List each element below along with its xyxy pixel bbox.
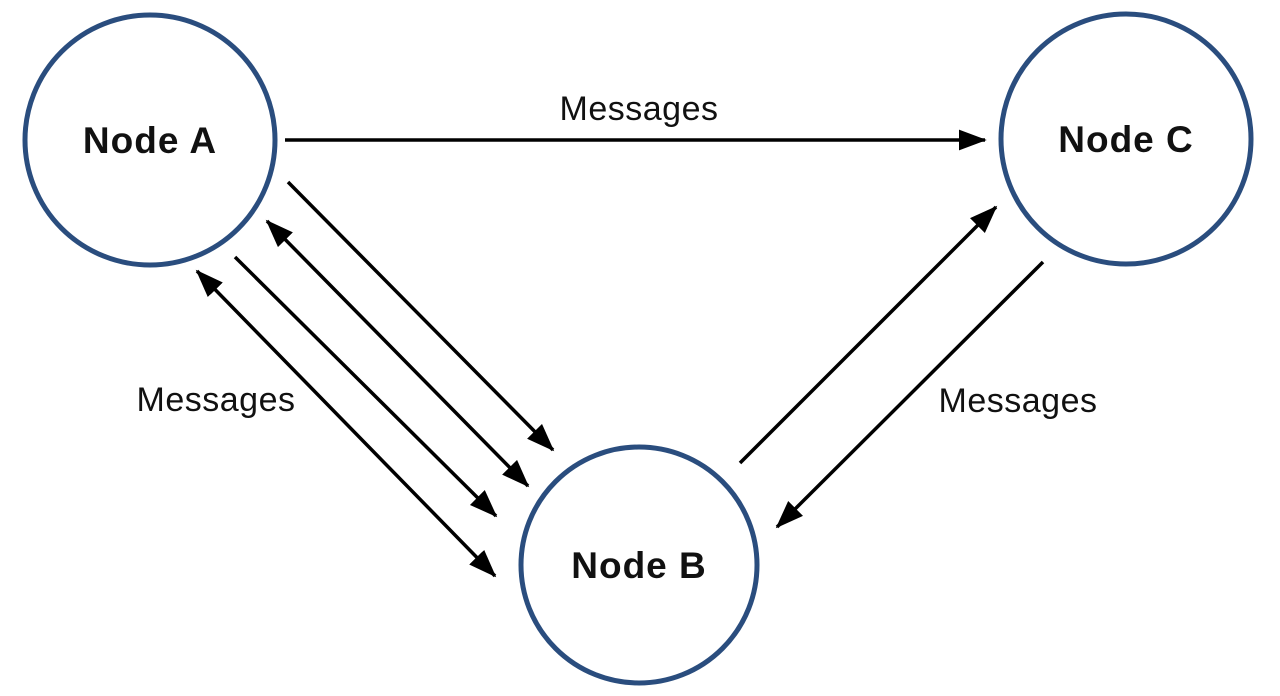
node-c-circle: [998, 11, 1254, 267]
edge-a-b-4: [195, 269, 497, 578]
node-b-label: Node B: [571, 545, 707, 586]
node-c: Node C: [998, 11, 1254, 267]
edge-label-a-b: Messages: [137, 381, 296, 419]
edge-label-a-c: Messages: [560, 90, 719, 128]
node-b-circle: [518, 444, 760, 686]
node-b: Node B: [518, 444, 760, 686]
node-a-label: Node A: [83, 120, 217, 161]
node-group: Node A Node C Node B: [22, 11, 1254, 686]
edge-label-group: Messages Messages Messages: [137, 90, 1098, 420]
edge-label-b-c: Messages: [939, 382, 1098, 420]
node-c-label: Node C: [1058, 119, 1194, 160]
edge-b-to-c: [738, 205, 998, 465]
node-a: Node A: [22, 12, 278, 268]
edge-c-to-b: [775, 260, 1045, 529]
edge-group: [195, 129, 1045, 578]
node-a-circle: [22, 12, 278, 268]
